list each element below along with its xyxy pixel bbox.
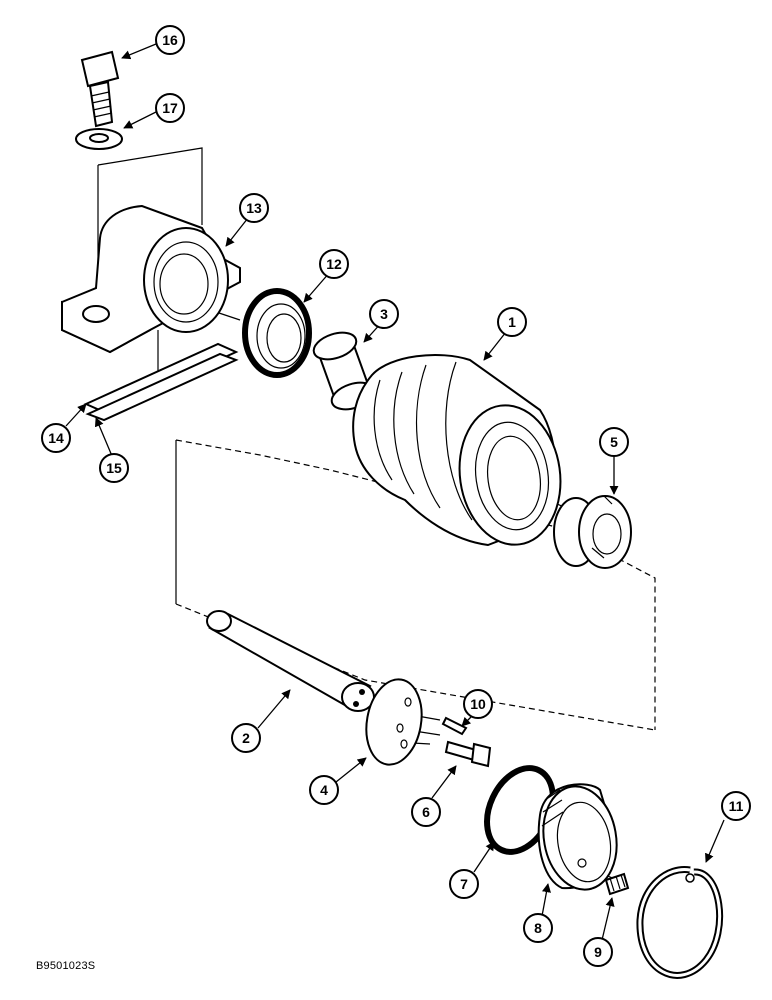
part-14-15-shims bbox=[83, 342, 239, 422]
part-4-plate bbox=[365, 678, 423, 766]
callout-16-label: 16 bbox=[162, 32, 178, 48]
callout-10: 10 bbox=[463, 689, 493, 719]
part-9-plug bbox=[604, 872, 630, 896]
callout-6: 6 bbox=[411, 797, 441, 827]
callout-leaders bbox=[65, 43, 725, 941]
callout-9: 9 bbox=[583, 937, 613, 967]
callout-8-label: 8 bbox=[534, 920, 542, 936]
callout-12-label: 12 bbox=[326, 256, 342, 272]
callout-5: 5 bbox=[599, 427, 629, 457]
callout-4: 4 bbox=[309, 775, 339, 805]
callout-3: 3 bbox=[369, 299, 399, 329]
callout-2-label: 2 bbox=[242, 730, 250, 746]
part-5-thrust-washer bbox=[553, 495, 632, 569]
callout-17-label: 17 bbox=[162, 100, 178, 116]
callout-10-label: 10 bbox=[470, 696, 486, 712]
callout-15: 15 bbox=[99, 453, 129, 483]
part-17-washer bbox=[75, 128, 123, 150]
callout-5-label: 5 bbox=[610, 434, 618, 450]
callout-4-label: 4 bbox=[320, 782, 328, 798]
callout-12: 12 bbox=[319, 249, 349, 279]
figure-code: B9501023S bbox=[36, 960, 96, 972]
part-11-snap-ring bbox=[636, 866, 724, 979]
callout-11: 11 bbox=[721, 791, 751, 821]
part-10-pin bbox=[441, 716, 468, 736]
callout-7: 7 bbox=[449, 869, 479, 899]
callout-14-label: 14 bbox=[48, 430, 64, 446]
callout-13: 13 bbox=[239, 193, 269, 223]
callout-13-label: 13 bbox=[246, 200, 262, 216]
part-2-shaft bbox=[206, 610, 375, 712]
part-6-bolt bbox=[444, 740, 492, 768]
callout-11-label: 11 bbox=[729, 798, 744, 814]
part-12-seal bbox=[242, 288, 312, 378]
part-8-end-cap bbox=[537, 783, 618, 891]
callout-1: 1 bbox=[497, 307, 527, 337]
part-16-bolt bbox=[80, 50, 120, 128]
callout-2: 2 bbox=[231, 723, 261, 753]
callout-14: 14 bbox=[41, 423, 71, 453]
part-1-roller bbox=[352, 354, 562, 547]
callout-8: 8 bbox=[523, 913, 553, 943]
callout-17: 17 bbox=[155, 93, 185, 123]
callout-9-label: 9 bbox=[594, 944, 602, 960]
callout-16: 16 bbox=[155, 25, 185, 55]
callout-7-label: 7 bbox=[460, 876, 468, 892]
callout-1-label: 1 bbox=[508, 314, 516, 330]
callout-3-label: 3 bbox=[380, 306, 388, 322]
callout-15-label: 15 bbox=[106, 460, 122, 476]
callout-6-label: 6 bbox=[422, 804, 430, 820]
part-13-housing bbox=[61, 204, 241, 354]
